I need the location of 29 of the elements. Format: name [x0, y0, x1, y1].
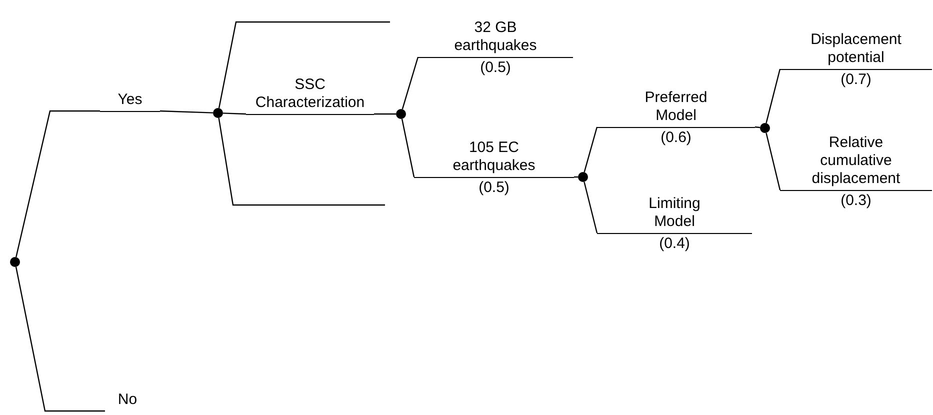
branch-label: Displacement potential — [810, 31, 902, 68]
branch-line — [584, 126, 598, 172]
branch-line — [766, 132, 781, 191]
probability-label: (0.5) — [478, 179, 510, 197]
probability-label: (0.3) — [840, 192, 872, 210]
branch-label: 32 GB earthquakes — [453, 19, 538, 56]
branch-label: Yes — [118, 91, 142, 110]
branch-label: Relative cumulative displacement — [810, 134, 902, 189]
probability-label: (0.4) — [659, 235, 690, 253]
probability-label: (0.5) — [480, 59, 511, 77]
branch-line — [218, 118, 385, 206]
branch-line — [15, 266, 105, 412]
branch-line — [374, 113, 396, 115]
branch-line — [754, 126, 760, 128]
branch-line — [160, 110, 214, 114]
branch-line — [766, 68, 781, 124]
branch-label: Limiting Model — [648, 195, 702, 232]
branch-line — [402, 56, 419, 110]
branch-label: SSC Characterization — [254, 76, 366, 113]
branch-line — [401, 118, 415, 178]
branch-label: Preferred Model — [644, 89, 708, 126]
branch-line — [222, 112, 246, 115]
branch-label: No — [118, 391, 138, 410]
probability-label: (0.7) — [840, 71, 872, 89]
branch-line — [16, 110, 100, 258]
branch-line — [584, 182, 598, 234]
branch-line — [218, 21, 390, 108]
branch-label: 105 EC earthquakes — [452, 139, 536, 176]
probability-label: (0.6) — [660, 129, 692, 147]
